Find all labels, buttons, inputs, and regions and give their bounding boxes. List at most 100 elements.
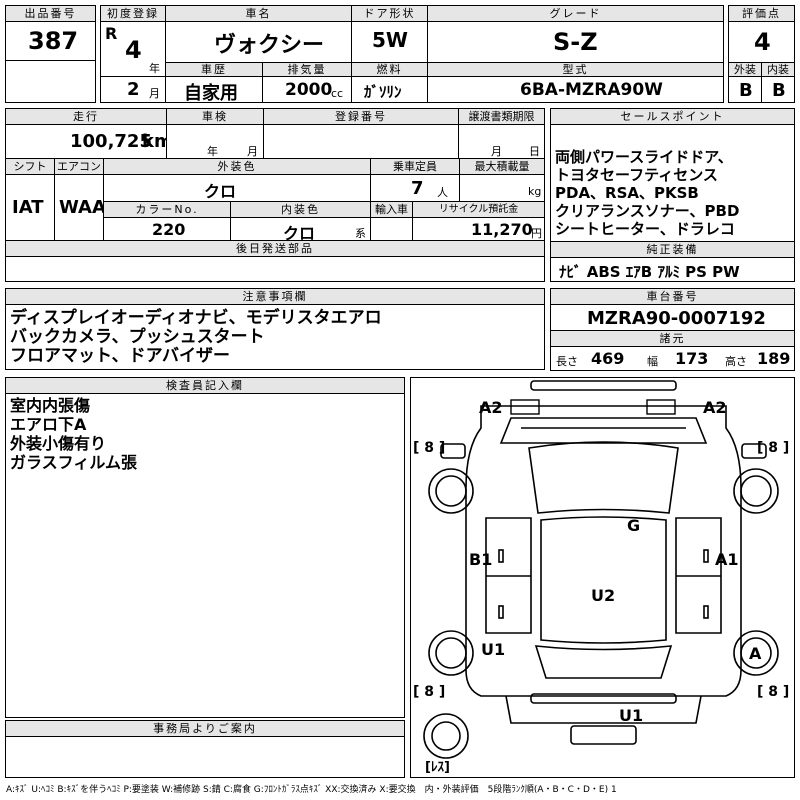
sales-cell: 両側パワースライドドア、 トヨタセーフティセンス PDA、RSA、PKSB クリ…: [550, 124, 795, 242]
reg-no-label: 登録番号: [263, 108, 459, 125]
interior-label: 内装: [761, 62, 795, 77]
lot-number: 387: [28, 27, 79, 55]
recycle-unit: 円: [531, 227, 542, 240]
model-cell: 6BA-MZRA90W: [427, 76, 724, 103]
exterior-cell: B: [728, 76, 762, 103]
capacity-unit: 人: [437, 186, 448, 199]
model-label: 型式: [427, 62, 724, 77]
office-label: 事務局よりご案内: [5, 720, 405, 737]
ac-cell: WAA: [54, 174, 104, 241]
width: 173: [675, 349, 709, 368]
door-cell: 5W: [351, 21, 428, 63]
inspection-label: 車検: [166, 108, 264, 125]
sales-text: 両側パワースライドドア、 トヨタセーフティセンス PDA、RSA、PKSB クリ…: [555, 148, 740, 238]
width-label: 幅: [647, 355, 658, 368]
max-load-unit: kg: [528, 185, 542, 198]
ext-color-cell: クロ: [103, 174, 371, 202]
capacity-label: 乗車定員: [370, 158, 460, 175]
dims-cell: 長さ 469 幅 173 高さ 189: [550, 346, 795, 371]
equipment-cell: ﾅﾋﾞ ABS ｴｱB ｱﾙﾐ PS PW: [550, 257, 795, 282]
int-color-cell: クロ 系: [230, 217, 371, 241]
history-label: 車歴: [165, 62, 263, 77]
notes-cell: ディスプレイオーディオナビ、モデリスタエアロ バックカメラ、プッシュスタート フ…: [5, 304, 545, 370]
reg-no-cell: [263, 124, 459, 159]
length-label: 長さ: [556, 355, 578, 368]
mark-a1: A1: [715, 550, 739, 569]
import-cell: [370, 217, 413, 241]
capacity: 7: [411, 178, 424, 199]
fuel-cell: ｶﾞｿﾘﾝ: [351, 76, 428, 103]
int-color-label: 内装色: [230, 201, 371, 218]
mark-u2: U2: [591, 586, 616, 605]
score-label: 評価点: [728, 5, 795, 22]
recycle: 11,270: [471, 220, 533, 239]
shift-label: シフト: [5, 158, 55, 175]
mark-u1-bottom: U1: [619, 706, 644, 725]
color-no-cell: 220: [103, 217, 231, 241]
int-color: クロ: [283, 224, 316, 241]
chassis-number: MZRA90-0007192: [587, 308, 766, 329]
fuel-label: 燃料: [351, 62, 428, 77]
lot-blank-cell: [5, 60, 96, 103]
sales-label: セールスポイント: [550, 108, 795, 125]
era: R: [105, 24, 118, 43]
later-cell: [5, 256, 545, 282]
transfer-day-unit: 日: [529, 145, 540, 158]
inspection-year-unit: 年: [207, 145, 218, 158]
max-load-cell: kg: [459, 174, 545, 202]
equipment-text: ﾅﾋﾞ ABS ｴｱB ｱﾙﾐ PS PW: [559, 263, 740, 281]
model: 6BA-MZRA90W: [520, 80, 663, 100]
dims-label: 諸元: [550, 330, 795, 347]
lot-label: 出品番号: [5, 5, 96, 22]
office-cell: [5, 736, 405, 778]
tire-left-rear: [ 8 ]: [413, 684, 446, 700]
recycle-cell: 11,270 円: [412, 217, 545, 241]
inspection-cell: 年 月: [166, 124, 264, 159]
interior-cell: B: [761, 76, 795, 103]
mileage-unit: km: [142, 131, 166, 152]
mark-b1: B1: [469, 550, 493, 569]
mileage-label: 走行: [5, 108, 167, 125]
lot-number-cell: 387: [5, 21, 96, 61]
transfer-cell: 月 日: [458, 124, 545, 159]
inspector-cell: 室内内張傷 エアロ下A 外装小傷有り ガラスフィルム張: [5, 393, 405, 718]
interior: B: [772, 80, 786, 101]
mark-a2-left: A2: [479, 398, 503, 417]
chassis-cell: MZRA90-0007192: [550, 304, 795, 331]
transfer-label: 譲渡書類期限: [458, 108, 545, 125]
displacement: 2000: [285, 80, 333, 100]
reg-month-cell: 2 月: [100, 76, 166, 103]
import-label: 輸入車: [370, 201, 413, 218]
length: 469: [591, 349, 625, 368]
recycle-label: リサイクル預託金: [412, 201, 545, 218]
inspector-text: 室内内張傷 エアロ下A 外装小傷有り ガラスフィルム張: [10, 396, 138, 472]
car-name: ヴォクシー: [214, 33, 325, 58]
notes-label: 注意事項欄: [5, 288, 545, 305]
height-label: 高さ: [725, 355, 747, 368]
history: 自家用: [184, 83, 238, 103]
mark-u1-left: U1: [481, 640, 506, 659]
ext-color-label: 外装色: [103, 158, 371, 175]
color-no-label: カラーNo.: [103, 201, 231, 218]
color-no: 220: [152, 220, 186, 239]
fuel: ｶﾞｿﾘﾝ: [364, 83, 402, 101]
tire-right-front: [ 8 ]: [757, 440, 790, 456]
spare-tire: [ﾚｽ]: [425, 760, 450, 775]
chassis-label: 車台番号: [550, 288, 795, 305]
grade-cell: S-Z: [427, 21, 724, 63]
first-reg-cell: R 4 年: [100, 21, 166, 77]
inspector-label: 検査員記入欄: [5, 377, 405, 394]
notes-text: ディスプレイオーディオナビ、モデリスタエアロ バックカメラ、プッシュスタート フ…: [10, 308, 382, 366]
year-unit: 年: [149, 62, 160, 75]
transfer-month-unit: 月: [491, 145, 502, 158]
ac-label: エアコン: [54, 158, 104, 175]
shift-cell: IAT: [5, 174, 55, 241]
displacement-label: 排気量: [262, 62, 352, 77]
door-label: ドア形状: [351, 5, 428, 22]
mark-a-right: A: [749, 644, 762, 663]
displacement-unit: cc: [331, 87, 344, 100]
max-load-label: 最大積載量: [459, 158, 545, 175]
tire-left-front: [ 8 ]: [413, 440, 446, 456]
tire-right-rear: [ 8 ]: [757, 684, 790, 700]
first-reg-label: 初度登録: [100, 5, 166, 22]
